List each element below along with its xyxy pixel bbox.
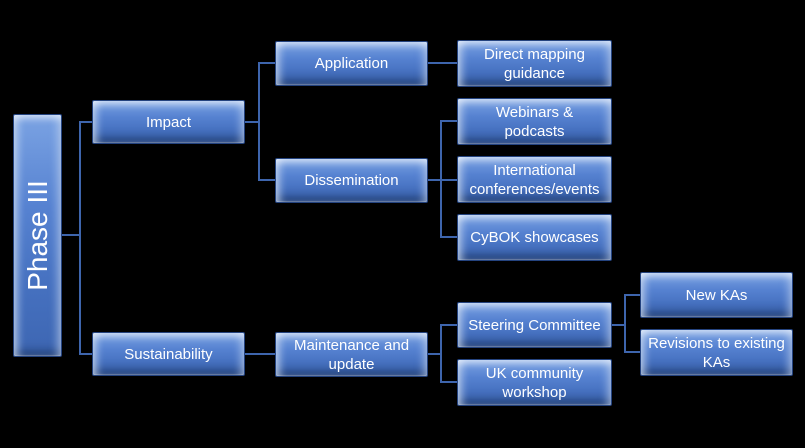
connector-root-bracket bbox=[79, 121, 81, 355]
node-cybok-showcases: CyBOK showcases bbox=[457, 214, 612, 261]
node-impact: Impact bbox=[92, 100, 245, 144]
connector-to-sustainability bbox=[79, 353, 92, 355]
connector-to-impact bbox=[79, 121, 92, 123]
node-webinars-podcasts: Webinars & podcasts bbox=[457, 98, 612, 145]
node-application: Application bbox=[275, 41, 428, 86]
node-label: Maintenance and update bbox=[293, 336, 410, 373]
connector-impact-stub bbox=[245, 121, 259, 123]
node-revisions-existing-kas: Revisions to existing KAs bbox=[640, 329, 793, 376]
connector-sustainability-to-maintenance bbox=[245, 353, 275, 355]
node-label: International conferences/events bbox=[469, 161, 600, 198]
node-label: Impact bbox=[145, 113, 191, 131]
connector-impact-bracket bbox=[258, 62, 260, 181]
connector-to-application bbox=[258, 62, 275, 64]
connector-to-revisions bbox=[624, 351, 640, 353]
connector-dissemination-stub bbox=[428, 179, 441, 181]
node-label: CyBOK showcases bbox=[470, 229, 599, 246]
connector-steering-bracket bbox=[624, 294, 626, 353]
node-maintenance-and-update: Maintenance and update bbox=[275, 332, 428, 377]
node-label: Sustainability bbox=[124, 345, 213, 363]
node-sustainability: Sustainability bbox=[92, 332, 245, 376]
node-label: Webinars & podcasts bbox=[495, 103, 574, 140]
node-international-conferences: International conferences/events bbox=[457, 156, 612, 203]
node-label: Direct mapping guidance bbox=[484, 45, 585, 82]
node-label: New KAs bbox=[685, 286, 748, 304]
node-uk-community-workshop: UK community workshop bbox=[457, 359, 612, 406]
node-direct-mapping-guidance: Direct mapping guidance bbox=[457, 40, 612, 87]
node-label: UK community workshop bbox=[485, 364, 584, 401]
node-label: Application bbox=[314, 55, 389, 72]
connector-steering-stub bbox=[612, 324, 625, 326]
connector-to-steering bbox=[440, 324, 457, 326]
connector-maintenance-stub bbox=[428, 353, 441, 355]
connector-to-cybok-showcases bbox=[440, 236, 457, 238]
connector-to-uk-workshop bbox=[440, 381, 457, 383]
connector-to-international bbox=[440, 179, 457, 181]
connector-to-webinars bbox=[440, 120, 457, 122]
node-steering-committee: Steering Committee bbox=[457, 302, 612, 348]
connector-to-dissemination bbox=[258, 179, 275, 181]
node-label: Revisions to existing KAs bbox=[648, 334, 785, 371]
node-label: Dissemination bbox=[304, 172, 399, 189]
connector-maintenance-bracket bbox=[440, 324, 442, 383]
connector-to-new-kas bbox=[624, 294, 640, 296]
node-phase-iii: Phase III bbox=[13, 114, 62, 357]
connector-root-stub bbox=[62, 234, 80, 236]
node-new-kas: New KAs bbox=[640, 272, 793, 318]
connector-application-to-direct-mapping bbox=[428, 62, 457, 64]
node-label: Steering Committee bbox=[468, 316, 601, 334]
node-dissemination: Dissemination bbox=[275, 158, 428, 203]
node-label: Phase III bbox=[22, 180, 54, 291]
